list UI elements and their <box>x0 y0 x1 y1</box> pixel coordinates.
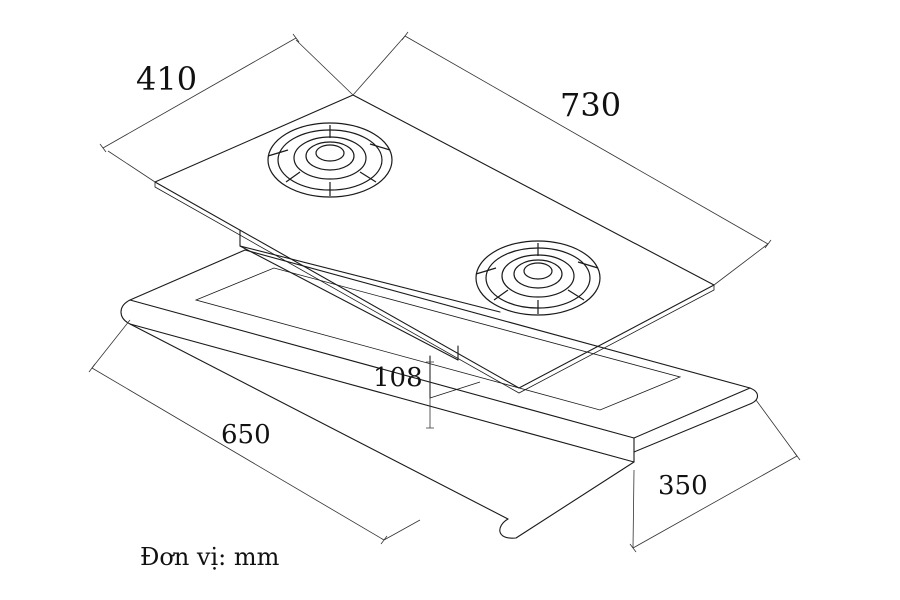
cutout-depth-dimension-label: 350 <box>658 471 708 501</box>
burner-right <box>475 240 601 316</box>
dimension-lines <box>88 31 801 553</box>
cutout-width-dimension-label: 650 <box>221 420 271 450</box>
burner-left <box>267 122 393 198</box>
countertop-frame <box>120 249 759 539</box>
depth-dimension-label: 410 <box>136 60 198 98</box>
hob-body <box>239 229 501 399</box>
width-dimension-label: 730 <box>560 86 622 124</box>
unit-label: Đơn vị: mm <box>140 543 280 571</box>
height-dimension-label: 108 <box>373 363 423 393</box>
